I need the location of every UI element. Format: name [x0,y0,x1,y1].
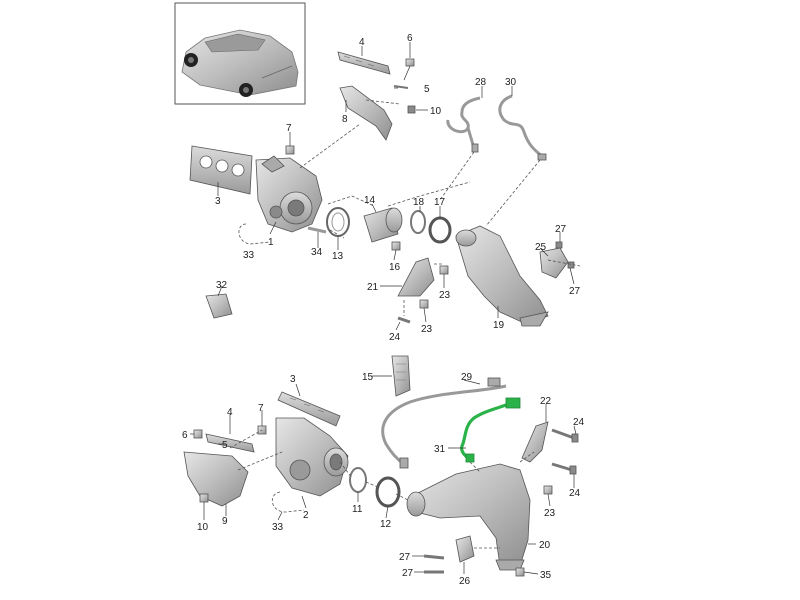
part-24-bolt [397,316,411,324]
part-2-turbocharger [275,417,349,497]
part-18-ring [410,210,426,234]
label-part-15: 15 [362,372,374,383]
label-part-33: 33 [243,250,255,261]
label-part-31: 31 [434,444,446,455]
label-part-26: 26 [459,576,471,587]
label-part-17: 17 [434,197,446,208]
label-part-10: 10 [430,106,442,117]
label-part-4: 4 [359,37,365,48]
label-part-14: 14 [364,195,376,206]
label-part-16: 16 [389,262,401,273]
part-5-screw [393,85,409,89]
label-part-20: 20 [539,540,551,551]
label-part-24-c: 24 [569,488,581,499]
part-25-bracket [539,247,569,279]
part-6-bolt-bottom [193,429,203,439]
label-part-23-a: 23 [439,290,451,301]
part-11-ring [349,467,367,493]
part-30-sensor-cable [498,94,547,161]
part-8-heat-shield [339,85,393,141]
label-part-11: 11 [352,504,363,515]
part-16-nut [391,241,401,251]
part-28-sensor-cable [446,96,481,153]
label-part-10-b: 10 [197,522,209,533]
label-part-22: 22 [540,396,552,407]
label-part-4-b: 4 [227,407,233,418]
part-3-gasket [189,145,253,195]
label-part-18: 18 [413,197,425,208]
label-part-13: 13 [332,251,344,262]
part-12-clamp [375,476,401,508]
part-21-bracket [397,257,435,297]
label-part-5: 5 [424,84,430,95]
part-10-bolt [407,105,416,114]
part-24-bolts-bottom [551,428,579,475]
part-1-turbocharger [255,155,323,233]
label-part-30: 30 [505,77,517,88]
part-9-heat-shield [183,451,249,507]
part-20-catalytic-converter [406,463,531,571]
label-part-24-a: 24 [389,332,401,343]
part-number-labels: 4 6 5 8 10 28 30 7 3 1 33 34 13 14 18 17… [182,33,585,587]
label-part-6: 6 [407,33,413,44]
top-connection-lines [299,99,581,316]
label-part-27-c: 27 [399,552,411,563]
label-part-29: 29 [461,372,473,383]
part-13-gasket-ring [326,207,350,237]
label-part-19: 19 [493,320,505,331]
part-32-bracket [205,293,233,319]
part-3-gasket-bottom [277,391,341,427]
part-34-pipe [307,226,327,234]
label-part-5-b: 5 [222,440,228,451]
part-4-bracket-bottom [205,433,255,453]
part-27-bolts-bottom [423,554,445,574]
part-29-sensor-cable [381,377,507,469]
part-31-sensor-cable [460,397,521,463]
part-23-bolt-bottom [543,485,553,495]
label-part-23-c: 23 [544,508,556,519]
part-17-clamp [428,216,452,244]
part-19-catalytic-converter [455,225,549,327]
leader-lines [190,42,577,575]
label-part-2: 2 [303,510,309,521]
label-part-24-b: 24 [573,417,585,428]
label-part-23-b: 23 [421,324,433,335]
label-part-35: 35 [540,570,552,581]
label-part-27-d: 27 [402,568,414,579]
label-part-1: 1 [268,237,274,248]
vehicle-thumbnail [174,2,306,105]
part-33-clamp-bottom [272,491,305,513]
part-35-nut [515,567,525,577]
label-part-27-a: 27 [555,224,567,235]
label-part-25: 25 [535,242,547,253]
part-33-clamp [238,223,271,245]
label-part-34: 34 [311,247,323,258]
label-part-32: 32 [216,280,228,291]
label-part-7: 7 [286,123,292,134]
part-14-outlet-pipe [363,207,403,243]
label-part-21: 21 [367,282,379,293]
part-6-bolt [403,58,415,81]
part-4-bracket [337,51,391,75]
bottom-connection-lines [229,429,535,549]
label-part-6-b: 6 [182,430,188,441]
label-part-8: 8 [342,114,348,125]
label-part-28: 28 [475,77,487,88]
part-26-bracket [455,535,475,563]
part-22-bracket [521,421,549,463]
part-7-bolt [285,145,295,155]
label-part-3: 3 [215,196,221,207]
part-15-bracket [391,355,411,397]
label-part-9: 9 [222,516,228,527]
label-part-33-b: 33 [272,522,284,533]
label-part-7-b: 7 [258,403,264,414]
part-10-bolt-bottom [199,493,209,503]
label-part-3-b: 3 [290,374,296,385]
label-part-27-b: 27 [569,286,581,297]
label-part-12: 12 [380,519,392,530]
